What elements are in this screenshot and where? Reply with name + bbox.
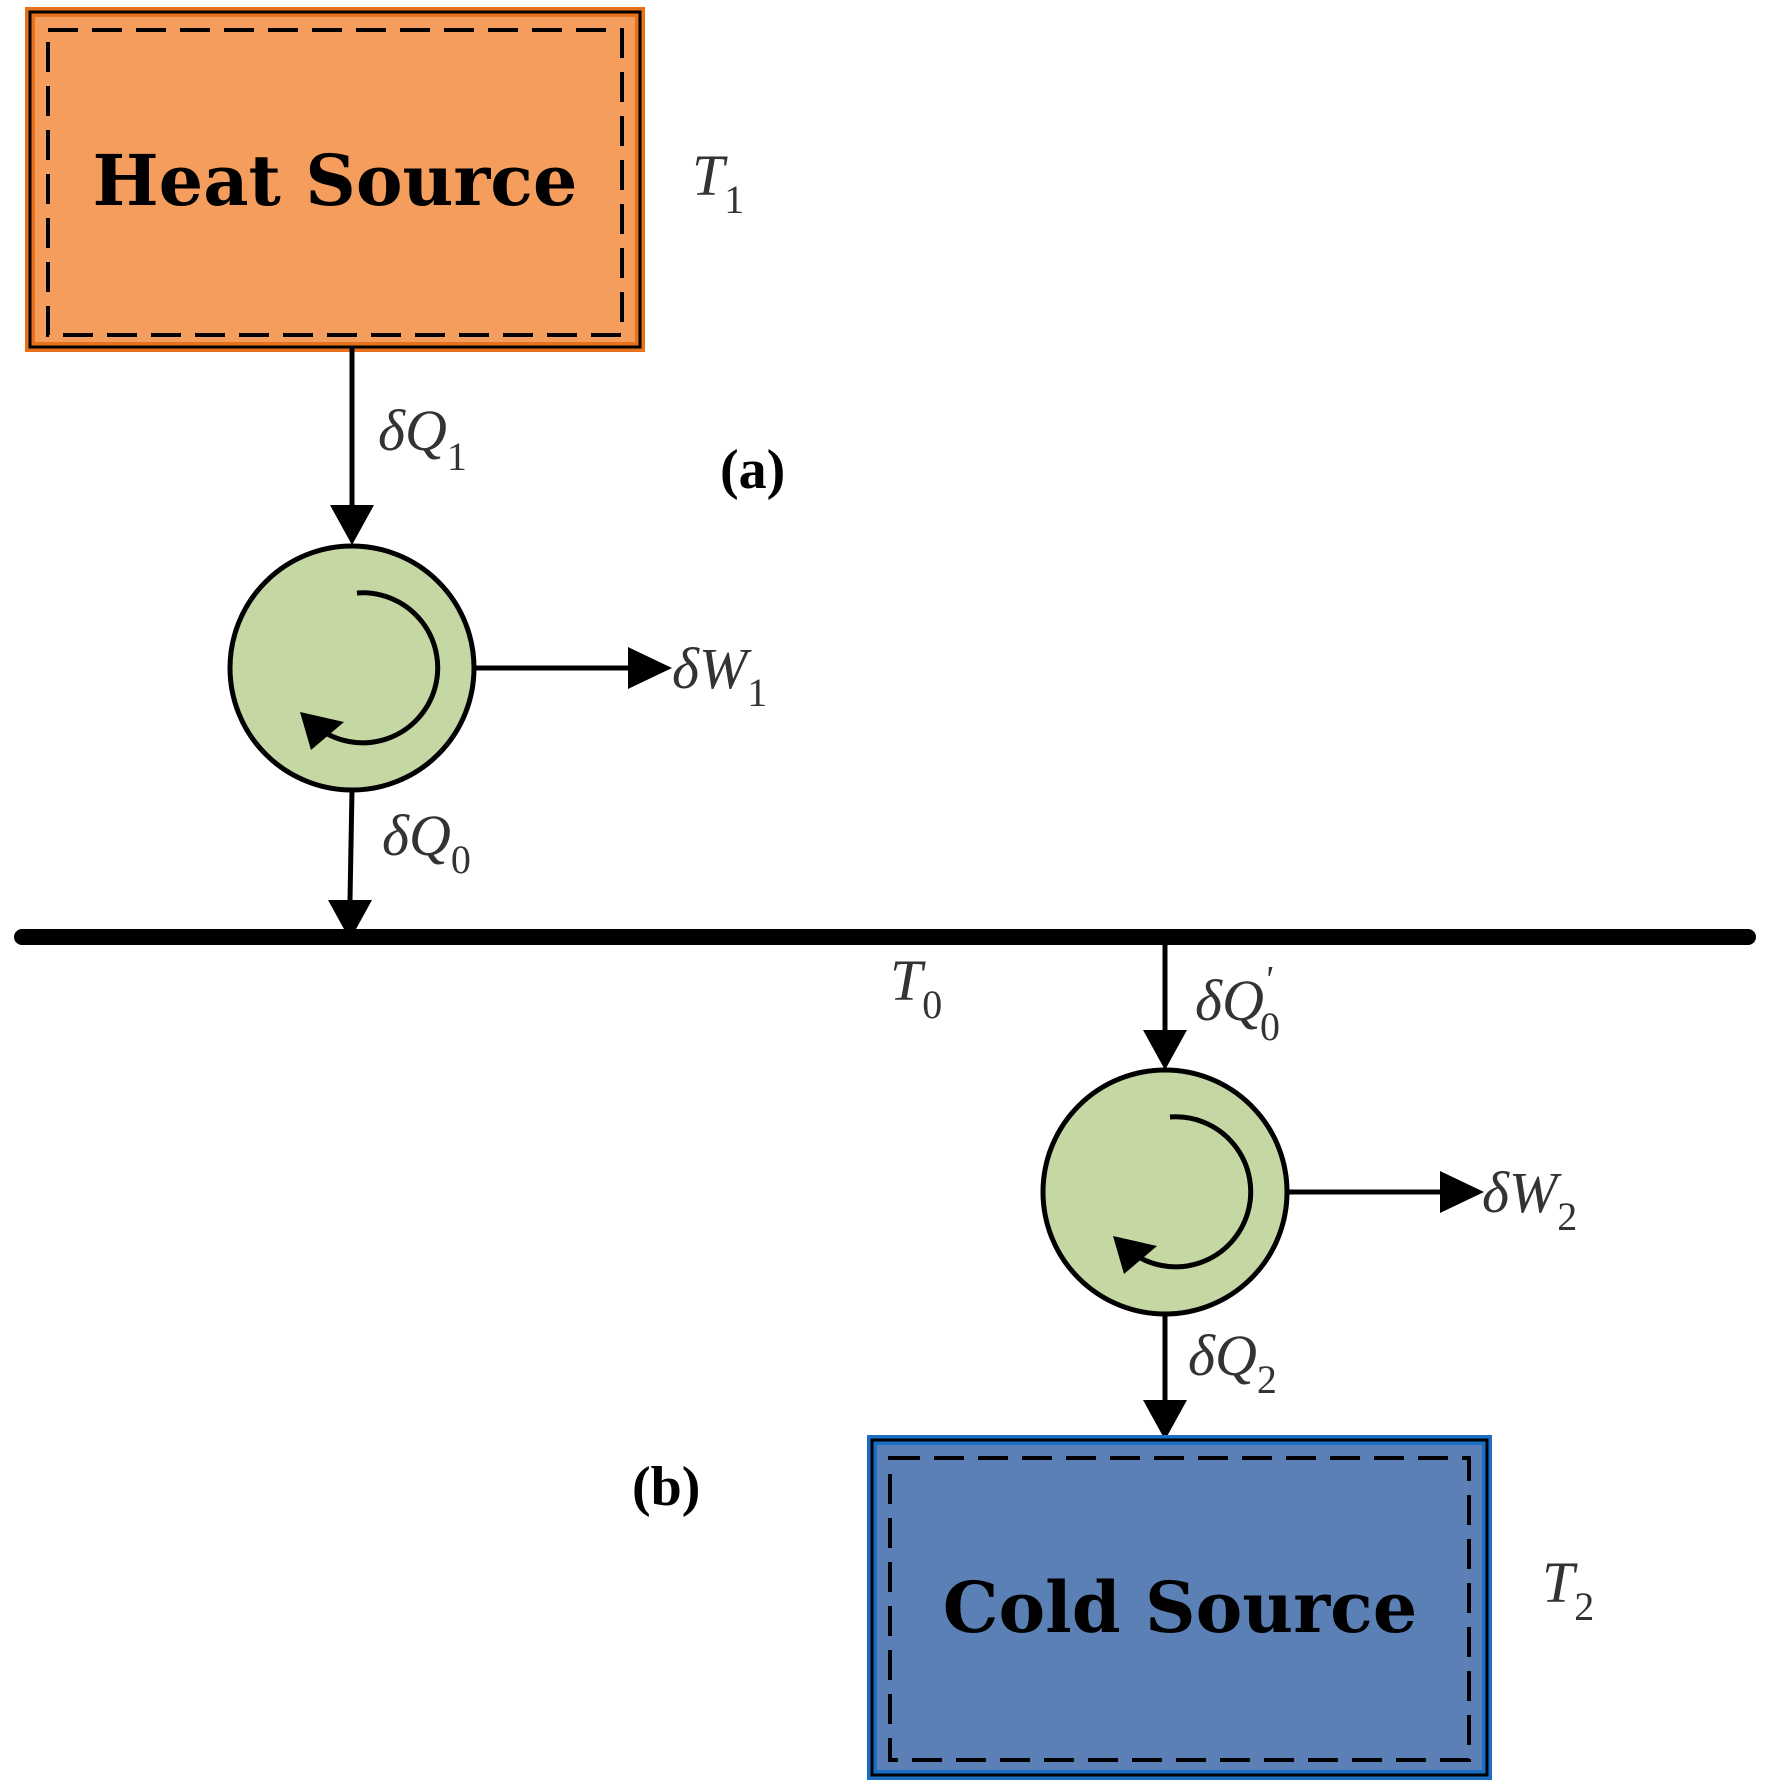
heat-out-label-a: δQ0 <box>382 803 471 882</box>
cycle-arrow-a-icon <box>316 590 441 746</box>
heat-out-arrowhead-a <box>328 900 372 940</box>
cold-source-temperature: T2 <box>1542 1550 1594 1629</box>
cycle-arrowhead-a-icon <box>300 712 344 750</box>
heat-source-temperature: T1 <box>692 143 744 222</box>
cold-source-label: Cold Source <box>943 1566 1417 1649</box>
ambient-temperature: T0 <box>890 948 942 1027</box>
part-label-b: (b) <box>632 1456 700 1518</box>
cycle-arrowhead-b-icon <box>1113 1236 1157 1274</box>
heat-in-arrowhead-b <box>1143 1030 1187 1070</box>
heat-in-arrowhead-a <box>330 505 374 545</box>
heat-in-label-a: δQ1 <box>378 398 467 479</box>
heat-source-label: Heat Source <box>93 139 578 222</box>
heat-out-arrowhead-b <box>1143 1400 1187 1440</box>
work-label-a: δW1 <box>672 636 767 715</box>
cycle-arrow-b-icon <box>1129 1114 1254 1270</box>
work-arrowhead-b <box>1440 1171 1484 1213</box>
cold-source-box: Cold Source <box>867 1435 1492 1780</box>
part-label-a: (a) <box>720 439 785 501</box>
heat-out-label-b: δQ2 <box>1188 1323 1277 1402</box>
work-label-b: δW2 <box>1482 1160 1577 1239</box>
work-arrowhead-a <box>628 647 672 689</box>
heat-out-arrow-a <box>347 789 355 901</box>
heat-source-box: Heat Source <box>25 7 645 352</box>
heat-in-label-b: δQ'0 <box>1195 959 1280 1049</box>
